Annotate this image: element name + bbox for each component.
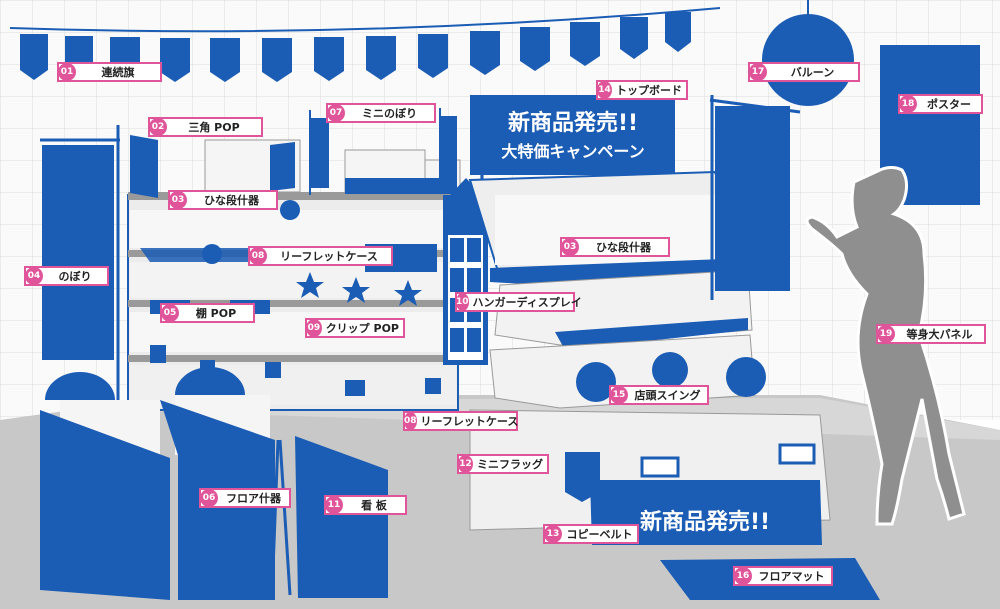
label-text: トップボード bbox=[616, 84, 682, 97]
label-17-balloon: 17 バルーン bbox=[748, 62, 860, 82]
label-03-hinadan-left: 03 ひな段什器 bbox=[168, 190, 278, 210]
label-text: コピーベルト bbox=[566, 528, 633, 541]
label-number: 02 bbox=[149, 118, 167, 136]
balloon bbox=[762, 0, 854, 106]
label-number: 13 bbox=[544, 525, 562, 543]
label-number: 10 bbox=[456, 293, 469, 311]
label-text: 等身大パネル bbox=[906, 328, 973, 341]
label-number: 18 bbox=[899, 95, 917, 113]
garland-flags bbox=[9, 7, 721, 82]
label-text: ミニフラッグ bbox=[477, 458, 543, 471]
label-text: リーフレットケース bbox=[280, 250, 378, 263]
label-number: 12 bbox=[458, 455, 473, 473]
label-text: 看 板 bbox=[361, 499, 387, 512]
label-number: 17 bbox=[749, 63, 767, 81]
label-text: ひな段什器 bbox=[204, 194, 259, 207]
label-text: リーフレットケース bbox=[420, 415, 519, 428]
label-01-renzokuki: 01 連続旗 bbox=[57, 62, 162, 82]
label-number: 08 bbox=[249, 247, 267, 265]
label-number: 09 bbox=[306, 319, 322, 337]
nobori-banner bbox=[40, 125, 120, 400]
label-16-floor-mat: 16 フロアマット bbox=[733, 566, 833, 586]
label-number: 07 bbox=[327, 104, 345, 122]
left-shelf bbox=[127, 108, 461, 411]
label-text: ひな段什器 bbox=[596, 241, 651, 254]
label-12-mini-flag: 12 ミニフラッグ bbox=[457, 454, 549, 474]
label-number: 03 bbox=[561, 238, 579, 256]
label-09-clip-pop: 09 クリップ POP bbox=[305, 318, 405, 338]
label-number: 15 bbox=[610, 386, 628, 404]
label-text: 三角 POP bbox=[188, 121, 240, 134]
floor-display-units bbox=[40, 367, 275, 600]
label-02-sankaku-pop: 02 三角 POP bbox=[148, 117, 263, 137]
signboard bbox=[270, 436, 388, 598]
label-07-mini-nobori: 07 ミニのぼり bbox=[326, 103, 436, 123]
label-number: 11 bbox=[325, 496, 343, 514]
label-text: クリップ POP bbox=[325, 322, 399, 335]
label-text: バルーン bbox=[790, 66, 835, 79]
label-04-nobori: 04 のぼり bbox=[24, 266, 109, 286]
label-text: 連続旗 bbox=[101, 66, 135, 79]
label-06-floor-jyuki: 06 フロア什器 bbox=[199, 488, 291, 508]
label-08-leaflet-case-top: 08 リーフレットケース bbox=[248, 246, 393, 266]
copy-belt-text: 新商品発売!! bbox=[639, 510, 771, 535]
top-board-line1: 新商品発売!! bbox=[507, 111, 639, 136]
label-text: のぼり bbox=[58, 270, 92, 283]
label-13-copy-belt: 13 コピーベルト bbox=[543, 524, 639, 544]
label-number: 19 bbox=[877, 325, 895, 343]
label-19-life-size-panel: 19 等身大パネル bbox=[876, 324, 986, 344]
label-11-kanban: 11 看 板 bbox=[324, 495, 407, 515]
label-14-top-board: 14 トップボード bbox=[596, 80, 688, 100]
label-15-tento-swing: 15 店頭スイング bbox=[609, 385, 709, 405]
label-10-hanger-display: 10 ハンガーディスプレイ bbox=[455, 292, 582, 312]
label-05-tana-pop: 05 棚 POP bbox=[160, 303, 255, 323]
label-18-poster: 18 ポスター bbox=[898, 94, 983, 114]
label-text: フロアマット bbox=[758, 570, 825, 583]
label-number: 03 bbox=[169, 191, 187, 209]
label-number: 14 bbox=[597, 81, 612, 99]
label-number: 05 bbox=[161, 304, 179, 322]
label-number: 01 bbox=[58, 63, 76, 81]
label-number: 08 bbox=[404, 412, 417, 430]
label-text: フロア什器 bbox=[226, 492, 281, 505]
label-text: ハンガーディスプレイ bbox=[472, 296, 582, 309]
life-size-panel bbox=[805, 166, 966, 526]
label-08-leaflet-case-bottom: 08 リーフレットケース bbox=[403, 411, 518, 431]
label-number: 06 bbox=[200, 489, 218, 507]
label-text: ミニのぼり bbox=[362, 107, 417, 120]
label-number: 04 bbox=[25, 267, 43, 285]
top-board-line2: 大特価キャンペーン bbox=[501, 142, 645, 161]
label-text: 店頭スイング bbox=[634, 389, 701, 402]
front-bins bbox=[469, 409, 831, 545]
label-number: 16 bbox=[734, 567, 752, 585]
label-text: 棚 POP bbox=[195, 307, 237, 320]
label-text: ポスター bbox=[927, 98, 971, 111]
label-03-hinadan-right: 03 ひな段什器 bbox=[560, 237, 670, 257]
